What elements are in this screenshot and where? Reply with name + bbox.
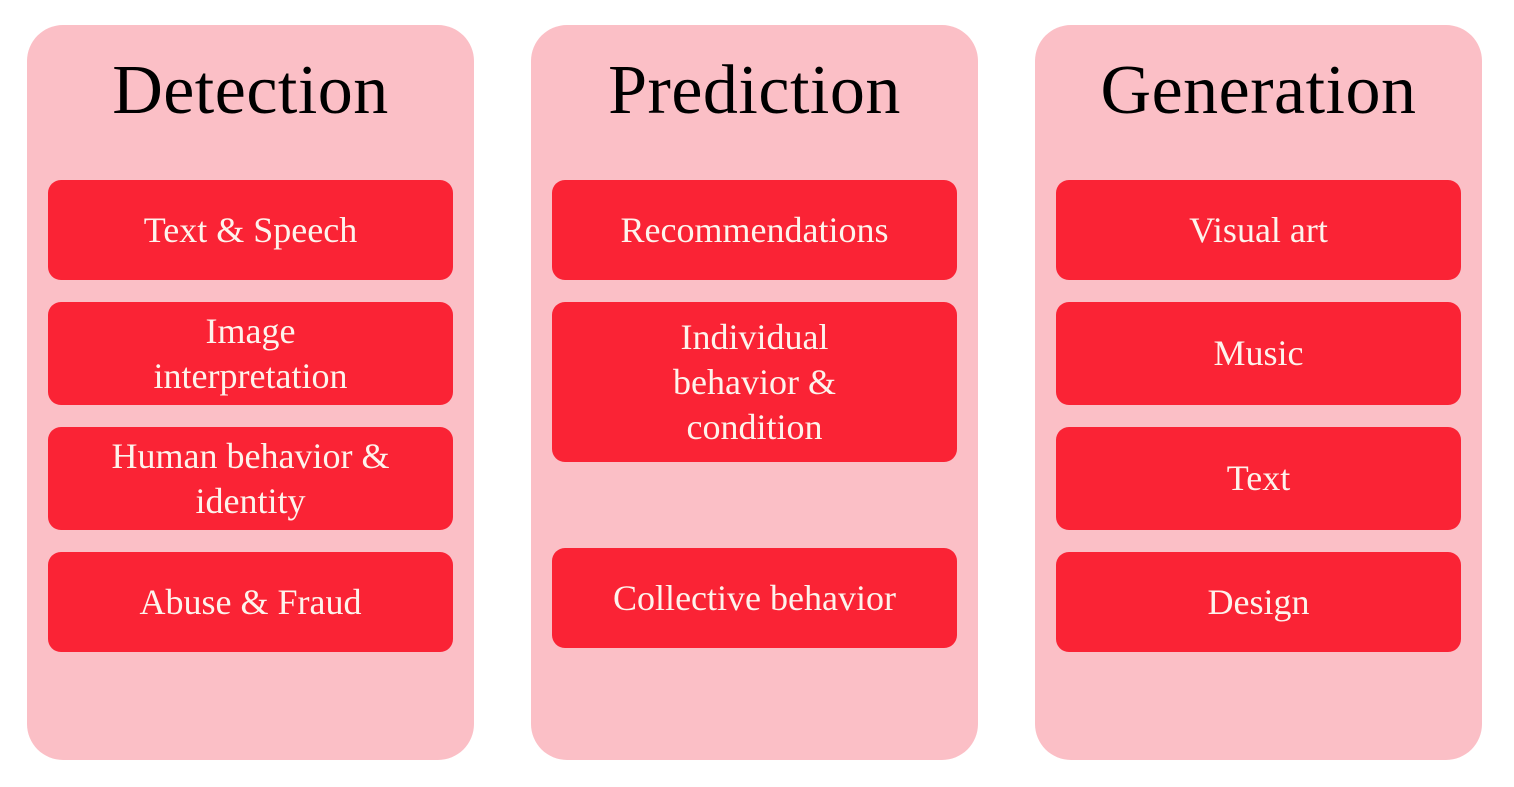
item-label: Individual behavior & condition bbox=[673, 316, 836, 447]
item-label: Abuse & Fraud bbox=[139, 581, 362, 622]
item-label: Text bbox=[1226, 458, 1291, 498]
item-text[interactable]: Text bbox=[1056, 427, 1461, 530]
item-image-interpretation[interactable]: Image interpretation bbox=[48, 302, 453, 405]
item-text-and-speech[interactable]: Text & Speech bbox=[48, 180, 453, 280]
item-list-detection: Text & Speech Image interpretation Human… bbox=[48, 180, 453, 760]
category-title-prediction: Prediction bbox=[608, 52, 901, 129]
category-title-generation: Generation bbox=[1100, 52, 1417, 129]
item-label: Design bbox=[1207, 581, 1310, 622]
item-label: Visual art bbox=[1189, 209, 1328, 250]
item-human-behavior-and-identity[interactable]: Human behavior & identity bbox=[48, 427, 453, 530]
item-individual-behavior-and-condition[interactable]: Individual behavior & condition bbox=[552, 302, 957, 462]
item-label: Music bbox=[1213, 333, 1304, 373]
category-card-prediction[interactable]: Prediction Recommendations Individual be… bbox=[531, 25, 978, 760]
item-collective-behavior[interactable]: Collective behavior bbox=[552, 548, 957, 648]
item-list-generation: Visual art Music Text Design bbox=[1056, 180, 1461, 760]
item-label: Human behavior & identity bbox=[111, 435, 390, 521]
item-abuse-and-fraud[interactable]: Abuse & Fraud bbox=[48, 552, 453, 652]
item-recommendations[interactable]: Recommendations bbox=[552, 180, 957, 280]
category-card-generation[interactable]: Generation Visual art Music Text Design bbox=[1035, 25, 1482, 760]
item-label: Text & Speech bbox=[143, 209, 358, 250]
item-music[interactable]: Music bbox=[1056, 302, 1461, 405]
item-label: Recommendations bbox=[620, 209, 889, 250]
item-design[interactable]: Design bbox=[1056, 552, 1461, 652]
columns-container: Detection Text & Speech Image interpreta… bbox=[27, 25, 1482, 760]
item-list-prediction: Recommendations Individual behavior & co… bbox=[552, 180, 957, 760]
item-visual-art[interactable]: Visual art bbox=[1056, 180, 1461, 280]
item-label: Collective behavior bbox=[613, 577, 896, 618]
item-label: Image interpretation bbox=[153, 310, 348, 396]
category-title-detection: Detection bbox=[112, 52, 389, 129]
category-card-detection[interactable]: Detection Text & Speech Image interpreta… bbox=[27, 25, 474, 760]
